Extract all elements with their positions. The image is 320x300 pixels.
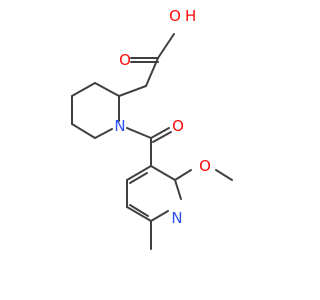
molecule-canvas: O H O N O O N	[71, 7, 233, 250]
nitrogen-atom-label: N	[171, 209, 182, 227]
bond-c2-c3	[94, 82, 120, 97]
bond-acid-ch2	[145, 57, 159, 87]
oxygen-atom-label: O	[172, 117, 184, 135]
bond-py-c6-n	[150, 210, 169, 222]
bond-py-c3-c4	[126, 165, 152, 181]
bond-amide-co-a	[150, 127, 170, 139]
bond-py-c3-c4-inner	[129, 172, 148, 184]
bond-c3-c4	[71, 82, 96, 97]
nitrogen-atom-label: N	[114, 117, 125, 135]
bond-c6-n	[94, 128, 113, 139]
bond-py-c2-c3	[150, 165, 176, 181]
bond-c2-methoxy-o	[174, 169, 192, 181]
bond-methoxy-ch3	[215, 169, 233, 181]
bond-py-n-c2	[174, 179, 182, 200]
bond-group	[71, 33, 233, 250]
atom-labels: O H O N O O N	[114, 7, 211, 227]
bond-c-oh	[157, 33, 175, 59]
bond-ch2-ring	[118, 85, 147, 97]
oxygen-atom-label: O	[119, 51, 131, 69]
hydrogen-atom-label: H	[185, 7, 196, 25]
structure-drawing: O H O N O O N	[71, 7, 233, 250]
bond-n-carbonyl	[126, 127, 152, 139]
bond-py-c5-c6	[126, 206, 152, 222]
bond-amide-co-b	[152, 131, 172, 143]
bond-py-c5-c6-inner	[129, 204, 149, 217]
oxygen-atom-label: O	[169, 7, 181, 25]
bond-c5-c6	[71, 123, 96, 139]
oxygen-atom-label: O	[199, 157, 211, 175]
